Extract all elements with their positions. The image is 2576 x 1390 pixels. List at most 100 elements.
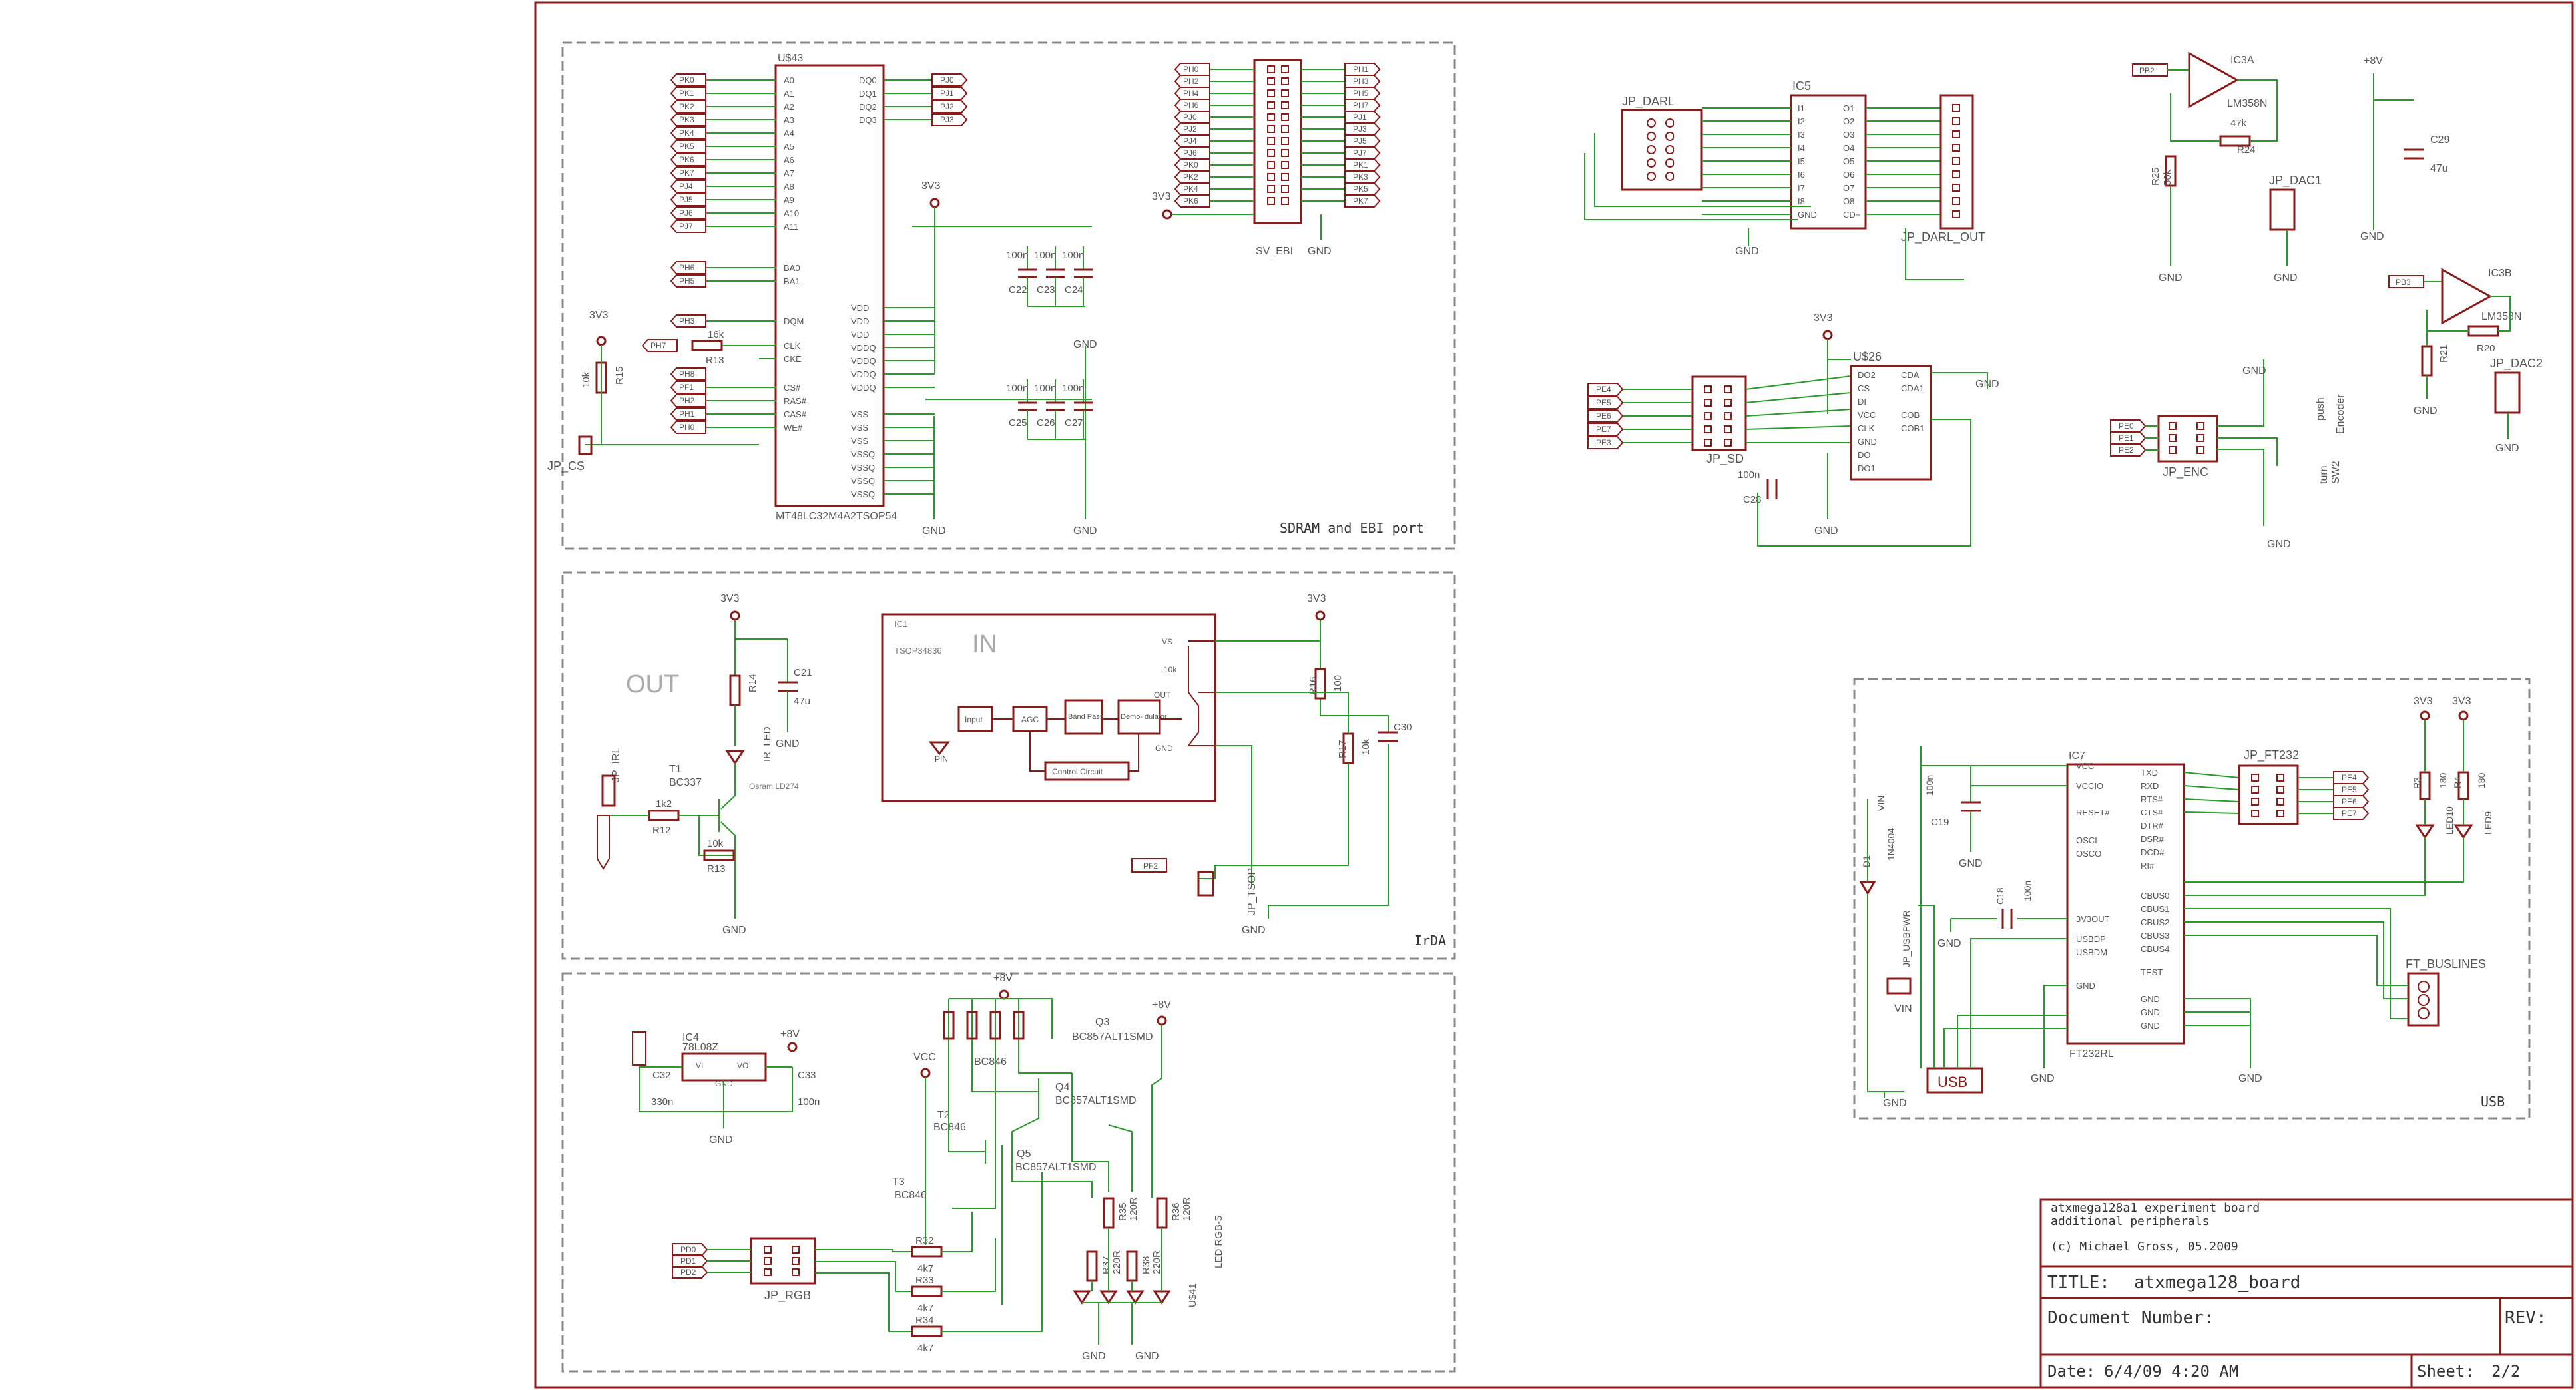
ebi-right-net-4-tag [1344,111,1381,124]
rgb-base-res-0 [911,1246,943,1258]
rgb-base-res-val-1: 4k7 [917,1303,933,1314]
title-block: atxmega128a1 experiment board additional… [2039,1198,2574,1389]
ft232-part: FT232RL [2069,1048,2114,1060]
opamp-b-part: LM358N [2481,311,2521,322]
resistor-r21 [2421,345,2433,377]
sdram-dqm-net: PH3 [679,316,695,326]
block-agc-label: AGC [1021,715,1039,724]
d1-name: D1 [1861,855,1872,867]
rgb-jp-pin-r-1 [792,1257,800,1265]
c19-name: C19 [1931,817,1949,828]
sdram-vdd-pin-0: VDD [851,303,869,313]
enc-jp-pin-l-0 [2169,422,2177,430]
c19-value: 100n [1924,775,1935,796]
ebi-right-net-0-tag [1344,63,1381,76]
resistor-r14 [729,674,741,706]
title-block-frame [2039,1198,2574,1389]
sdram-block: U$43 MT48LC32M4A2TSOP54 A0PK0A1PK1A2PK2A… [547,53,1097,537]
sdram-net-2: PK2 [679,102,694,111]
sdram-ctl-net-4: PH0 [679,423,695,432]
ft-jp-pin-l-2 [2251,798,2259,806]
darl-out-header [1939,94,1974,230]
sdram-pin-A7: A7 [784,168,794,178]
usb-gnd3: GND [2031,1073,2055,1084]
caps-top-gnd: GND [1073,339,1097,350]
ft232-right-pin-14: GND [2141,994,2160,1004]
enc-gnd1: GND [2242,365,2266,377]
t1-part: BC337 [669,777,702,788]
sdram-dq-net-1-tag [931,87,968,100]
darl-out-6: O7 [1843,183,1854,193]
ft232-right-pin-3: CTS# [2141,808,2163,817]
darl-in-0: I1 [1798,103,1805,113]
r24-name: R24 [2237,144,2256,156]
sdram-clk-pin-0: CLK [784,341,801,351]
sheet-label: Sheet: [2417,1362,2475,1381]
ft232-right-pin-4: DTR# [2141,821,2164,831]
ebi-left-net-2: PH4 [1183,89,1199,98]
docnum-label: Document Number: [2047,1308,2214,1328]
resistor-r13-irda [703,849,735,861]
irda-out-label: OUT [626,670,679,698]
darl-out-5: O6 [1843,170,1854,180]
ebi-connector: PH0PH2PH4PH6PJ0PJ2PJ4PJ6PK0PK2PK4PK6PH1P… [1152,59,1381,257]
rgb-gnd3: GND [1135,1351,1159,1362]
ft232-right-pin-15: GND [2141,1007,2160,1017]
darl-in-5: I6 [1798,170,1805,180]
ft-jp-pin-l-0 [2251,774,2259,782]
sd-net-0-tag [1587,383,1624,396]
sd-net-4: PE3 [1596,438,1611,447]
section-label-irda: IrDA [1414,933,1446,949]
r13-top-name: R13 [706,355,724,366]
darl-jp-pin-2-1 [1665,145,1674,154]
sdram-dq-net-3-tag [931,113,968,126]
sd-jp-pin-r-3 [1724,425,1732,433]
sdram-ctl-net-3-tag [670,407,706,421]
ebi-pin-l-9 [1267,173,1275,181]
ic1-name: IC1 [894,619,907,629]
rgb-u-name: U$41 [1187,1283,1198,1307]
jp-ft232-label: JP_FT232 [2244,748,2299,762]
r15-name: R15 [614,366,625,385]
ft-net-1-tag [2333,783,2370,796]
rgb-base-res-val-0: 4k7 [917,1263,933,1274]
sdram-dq-pin-0: DQ0 [859,75,877,85]
irda-gnd2: GND [722,925,746,936]
sheet-value: 2/2 [2491,1362,2520,1381]
cap-top-value-2: 100n [1062,250,1084,261]
cap-bot-name-0: C25 [1009,417,1027,429]
sd-net-0: PE4 [1596,385,1611,394]
darl-jp-pin-4-0 [1647,172,1656,181]
darl-in-4: I5 [1798,156,1805,166]
sdram-net-10-tag [670,206,706,220]
rgb-led-res-val-3: 220R [1151,1250,1162,1274]
c32-name: C32 [652,1070,671,1081]
rgb-led-diode-2 [1126,1290,1145,1305]
sdram-net-7: PK7 [679,168,694,178]
rgb-led-res-name-2: R37 [1101,1256,1112,1274]
sd-jp-pin-l-4 [1704,439,1712,447]
sheet-frame [534,1,2574,1389]
rgb-net-2: PD2 [680,1268,696,1277]
r13-irda-name: R13 [707,863,726,875]
sd-pin-left-3: VCC [1858,410,1876,420]
ebi-pin-r-8 [1281,161,1289,169]
q5-part: BC857ALT1SMD [1015,1162,1097,1173]
sd-pin-right-0: CDA [1901,370,1920,380]
darl-in-8: GND [1798,210,1817,220]
ebi-name: SV_EBI [1256,246,1293,257]
opamp-gnd1: GND [2159,272,2183,284]
sdram-net-0-tag [670,73,706,87]
sdram-net-9-tag [670,193,706,206]
rgb-supply3: +8V [1152,999,1171,1011]
enc-net-2: PE2 [2119,445,2134,455]
t2-part: BC846 [933,1122,966,1133]
sdram-pin-A11: A11 [784,222,798,232]
q5-name: Q5 [1017,1148,1031,1160]
t1-rgb-part: BC846 [974,1056,1007,1068]
darl-gnd: GND [1735,246,1759,257]
jp-dac2-label: JP_DAC2 [2490,357,2543,371]
ebi-pin-l-4 [1267,113,1275,121]
ebi-right-net-7-tag [1344,146,1381,160]
